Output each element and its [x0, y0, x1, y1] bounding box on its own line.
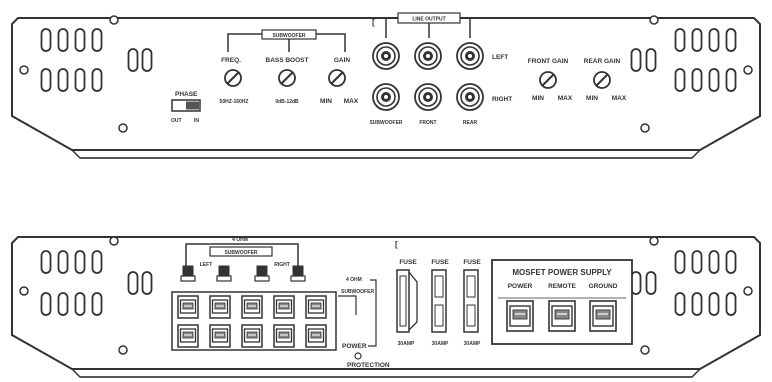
- front-gain-min: MIN: [532, 95, 544, 102]
- terminal-10[interactable]: [305, 324, 327, 348]
- rear-gain-min: MIN: [586, 95, 598, 102]
- speaker-post-1[interactable]: [180, 265, 196, 282]
- freq-range: 50HZ-160HZ: [220, 99, 249, 105]
- fuse-2-title: FUSE: [431, 259, 449, 266]
- rca-label-rear: REAR: [463, 120, 478, 126]
- rca-rear-right[interactable]: [456, 83, 484, 111]
- gain-knob[interactable]: [328, 69, 346, 87]
- boost-range: 0dB-12dB: [275, 99, 299, 105]
- fuse-pin-mark: [: [395, 240, 398, 249]
- fuse-1-title: FUSE: [399, 259, 417, 266]
- terminal-5[interactable]: [305, 295, 327, 319]
- phase-title: PHASE: [175, 91, 198, 98]
- speaker-right-label: RIGHT: [274, 262, 290, 268]
- top-subwoofer-label: SUBWOOFER: [272, 33, 305, 39]
- rear-gain-label: REAR GAIN: [584, 58, 621, 65]
- rca-right-label: RIGHT: [492, 96, 512, 103]
- speaker-posts: LEFT RIGHT: [180, 262, 306, 282]
- phase-in-label: IN: [194, 118, 199, 124]
- line-output: [ LINE OUTPUT LEFT RIGHT SUBWOOFER FRONT…: [369, 12, 512, 126]
- protection-led: [354, 352, 362, 360]
- fuse-3-title: FUSE: [463, 259, 481, 266]
- fuse-1[interactable]: FUSE 30AMP: [396, 259, 418, 347]
- psu-ground-label: GROUND: [589, 283, 618, 290]
- psu-power-terminal[interactable]: [506, 300, 534, 332]
- freq-knob[interactable]: [224, 69, 242, 87]
- top-panel: PHASE OUT IN SUBWOOFER FREQ. BASS BOOST …: [11, 12, 761, 159]
- rca-sub-right[interactable]: [372, 83, 400, 111]
- gain-label: GAIN: [334, 57, 351, 64]
- terminal-9[interactable]: [273, 324, 295, 348]
- fuse-1-rating: 30AMP: [398, 341, 415, 347]
- psu-remote-terminal[interactable]: [548, 300, 576, 332]
- bottom-chassis-base: [71, 368, 701, 378]
- terminal-7[interactable]: [209, 324, 231, 348]
- sub-controls: FREQ. BASS BOOST GAIN 50HZ-160HZ 0dB-12d…: [220, 57, 359, 105]
- psu-title: MOSFET POWER SUPPLY: [512, 268, 612, 277]
- line-output-label: LINE OUTPUT: [412, 17, 445, 23]
- psu-remote-label: REMOTE: [548, 283, 576, 290]
- top-chassis-base: [71, 149, 701, 159]
- phase-switch: PHASE OUT IN: [171, 91, 201, 124]
- gain-min: MIN: [320, 98, 332, 105]
- front-rear-gain: FRONT GAIN REAR GAIN MIN MAX MIN MAX: [528, 58, 627, 102]
- protection-label: PROTECTION: [347, 362, 390, 369]
- protection-area: 4 OHM SUBWOOFER POWER PROTECTION: [338, 277, 390, 369]
- speaker-bracket: 4 OHM SUBWOOFER: [185, 237, 299, 266]
- rca-front-right[interactable]: [414, 83, 442, 111]
- power-supply-block: MOSFET POWER SUPPLY POWER REMOTE GROUND: [491, 259, 633, 345]
- subwoofer-bracket: SUBWOOFER: [227, 29, 346, 52]
- rear-gain-knob[interactable]: [593, 71, 611, 89]
- terminal-4[interactable]: [273, 295, 295, 319]
- rear-gain-max: MAX: [612, 95, 627, 102]
- fuse-3[interactable]: FUSE 30AMP: [463, 259, 481, 347]
- fuses: [ FUSE 30AMP FUSE 30AMP FUSE 30AMP: [395, 240, 481, 347]
- phase-out-label: OUT: [171, 118, 182, 124]
- side-label-subwoofer: SUBWOOFER: [341, 289, 374, 295]
- psu-power-label: POWER: [508, 283, 533, 290]
- terminal-1[interactable]: [177, 295, 199, 319]
- terminal-8[interactable]: [241, 324, 263, 348]
- rca-label-subwoofer: SUBWOOFER: [369, 120, 402, 126]
- speaker-post-3[interactable]: [254, 265, 270, 282]
- freq-label: FREQ.: [221, 57, 241, 64]
- fuse-3-rating: 30AMP: [464, 341, 481, 347]
- fuse-2-rating: 30AMP: [432, 341, 449, 347]
- bass-boost-label: BASS BOOST: [266, 57, 309, 64]
- speaker-post-4[interactable]: [290, 265, 306, 282]
- line-output-pin-mark: [: [372, 18, 375, 27]
- bottom-ohm-label: 4 OHM: [232, 237, 248, 243]
- fuse-2[interactable]: FUSE 30AMP: [431, 259, 449, 347]
- gain-max: MAX: [344, 98, 359, 105]
- speaker-terminal-block: [171, 291, 337, 351]
- rca-label-front: FRONT: [419, 120, 436, 126]
- terminal-6[interactable]: [177, 324, 199, 348]
- terminal-3[interactable]: [241, 295, 263, 319]
- psu-ground-terminal[interactable]: [589, 300, 617, 332]
- bottom-panel: 4 OHM SUBWOOFER LEFT RIGHT: [11, 236, 761, 378]
- bass-boost-knob[interactable]: [278, 69, 296, 87]
- rca-rear-left[interactable]: [456, 42, 484, 70]
- front-gain-knob[interactable]: [539, 71, 557, 89]
- rca-sub-left[interactable]: [372, 42, 400, 70]
- speaker-left-label: LEFT: [200, 262, 213, 268]
- power-label: POWER: [342, 343, 367, 350]
- rca-front-left[interactable]: [414, 42, 442, 70]
- terminal-2[interactable]: [209, 295, 231, 319]
- rca-left-label: LEFT: [492, 54, 508, 61]
- front-gain-label: FRONT GAIN: [528, 58, 569, 65]
- speaker-post-2[interactable]: [216, 265, 232, 282]
- front-gain-max: MAX: [558, 95, 573, 102]
- side-label-4ohm: 4 OHM: [346, 277, 362, 283]
- bottom-subwoofer-label: SUBWOOFER: [224, 250, 257, 256]
